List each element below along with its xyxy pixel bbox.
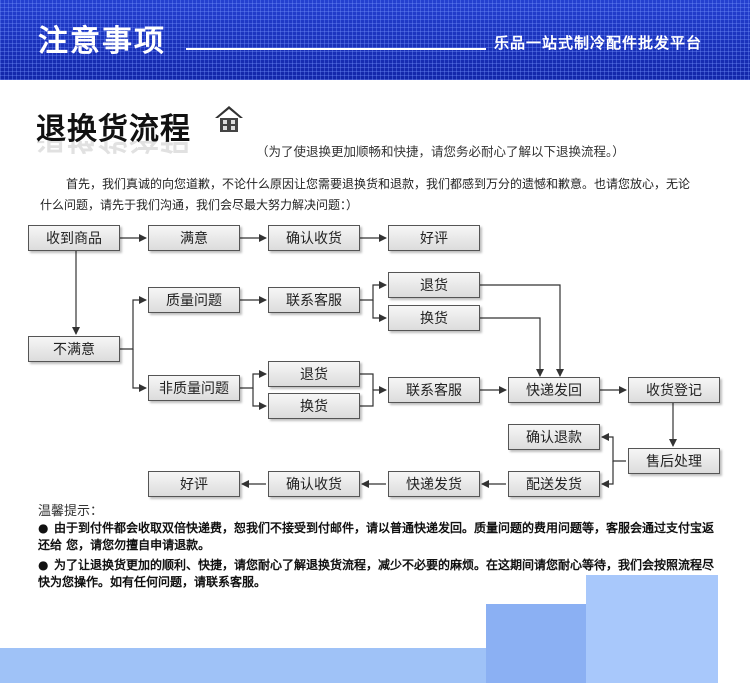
arrow-icon	[601, 433, 626, 462]
arrow-icon	[601, 461, 614, 488]
arrow-icon	[480, 284, 564, 377]
decor-block	[486, 604, 586, 683]
header-banner: 注意事项 乐品一站式制冷配件批发平台	[0, 0, 750, 80]
tip-text: 为了让退换货更加的顺利、快捷，请您耐心了解退换货流程，减少不必要的麻烦。在这期间…	[38, 558, 715, 589]
tips-title: 温馨提示：	[38, 504, 104, 519]
bullet-icon: ●	[38, 521, 49, 535]
flow-confirm-refund: 确认退款	[508, 424, 600, 450]
section-title: 退换货流程	[36, 112, 191, 147]
flow-exchange-mid: 换货	[268, 393, 360, 419]
flow-return-mid: 退货	[268, 361, 360, 387]
intro-paragraph: 首先，我们真诚的向您道歉，不论什么原因让您需要退换货和退款，我们都感到万分的遗憾…	[40, 177, 691, 212]
flow-satisfied: 满意	[148, 225, 240, 251]
tip-item: ● 由于到付件都会收取双倍快递费，恕我们不接受到付邮件，请以普通快递发回。质量问…	[38, 520, 718, 554]
flow-return-top: 退货	[388, 272, 480, 298]
flow-confirm-receipt-bottom: 确认收货	[268, 471, 360, 497]
decor-block	[0, 648, 505, 683]
flow-good-review-top: 好评	[388, 225, 480, 251]
arrow-icon	[480, 317, 544, 377]
house-icon	[215, 106, 243, 132]
flow-contact-cs-top: 联系客服	[268, 287, 360, 313]
flow-good-review-bottom: 好评	[148, 471, 240, 497]
arrow-icon	[252, 388, 267, 410]
flow-ship-delivery: 配送发货	[508, 471, 600, 497]
flow-contact-cs-mid: 联系客服	[388, 377, 480, 403]
flow-express-return: 快递发回	[508, 377, 600, 403]
arrow-icon	[360, 281, 387, 301]
flow-non-quality-issue: 非质量问题	[148, 375, 240, 401]
arrow-icon	[132, 349, 147, 392]
header-divider	[186, 48, 486, 50]
arrow-icon	[120, 296, 147, 350]
flow-received: 收到商品	[28, 225, 120, 251]
flow-unsatisfied: 不满意	[28, 336, 120, 362]
section-subtitle: （为了使退换更加顺畅和快捷，请您务必耐心了解以下退换流程。）	[256, 144, 625, 159]
header-title: 注意事项	[38, 24, 166, 59]
header-subtitle: 乐品一站式制冷配件批发平台	[494, 34, 703, 52]
tip-item: ● 为了让退换货更加的顺利、快捷，请您耐心了解退换货流程，减少不必要的麻烦。在这…	[38, 557, 718, 591]
arrow-icon	[360, 373, 374, 390]
bullet-icon: ●	[38, 558, 49, 572]
arrow-icon	[240, 370, 267, 389]
arrow-icon	[360, 386, 387, 407]
flow-after-sales: 售后处理	[628, 448, 720, 474]
flow-receipt-register: 收货登记	[628, 377, 720, 403]
flow-quality-issue: 质量问题	[148, 287, 240, 313]
arrow-icon	[372, 300, 387, 322]
tip-text: 由于到付件都会收取双倍快递费，恕我们不接受到付邮件，请以普通快递发回。质量问题的…	[38, 521, 715, 552]
flow-exchange-top: 换货	[388, 305, 480, 331]
decor-block	[586, 575, 718, 683]
flow-confirm-receipt-top: 确认收货	[268, 225, 360, 251]
flow-express-ship: 快递发货	[388, 471, 480, 497]
